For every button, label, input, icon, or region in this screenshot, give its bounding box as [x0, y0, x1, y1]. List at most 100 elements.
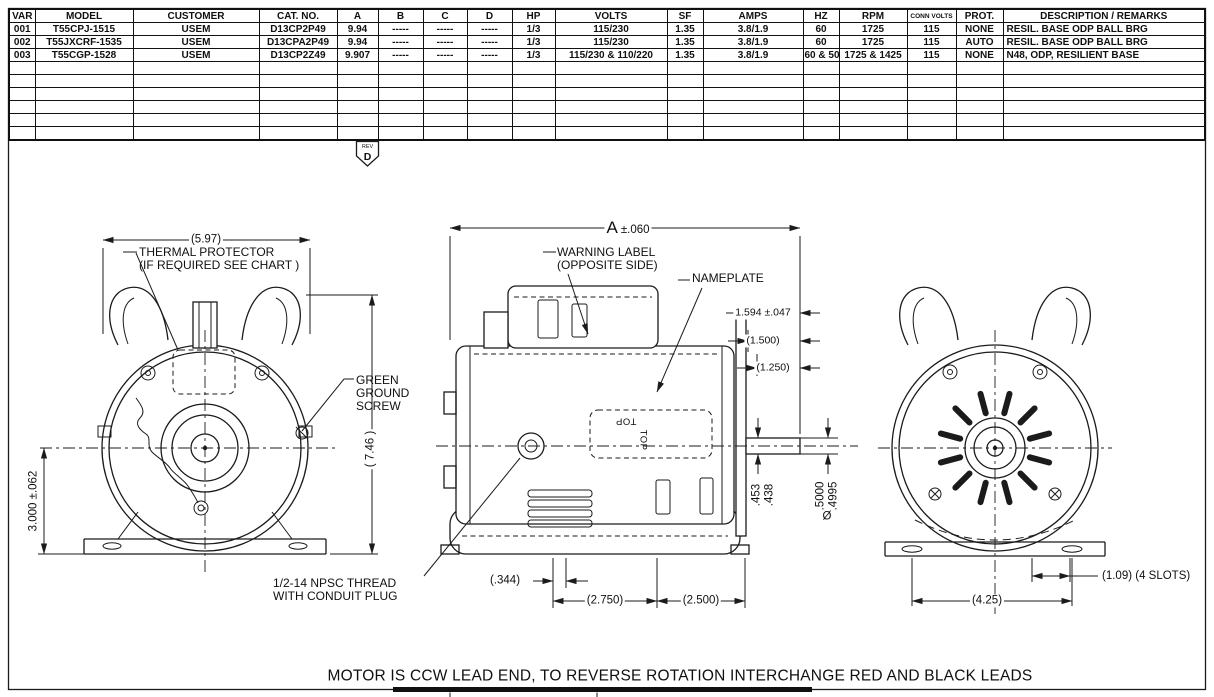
cell — [1002, 87, 1206, 101]
cell — [554, 126, 668, 141]
cell: D13CP2P49 — [258, 22, 338, 36]
cell: 1.35 — [666, 48, 704, 62]
table-row — [8, 61, 1206, 75]
cell: 002 — [8, 35, 36, 49]
nameplate-outline — [589, 409, 713, 459]
cell — [554, 61, 668, 75]
cell — [466, 126, 513, 141]
dim-A-letter: A — [606, 218, 618, 237]
cell — [258, 74, 338, 88]
dim-1500: (1.500) — [744, 334, 782, 348]
cell — [906, 74, 957, 88]
cell — [258, 113, 338, 127]
thread-label-1: 1/2-14 NPSC THREAD — [273, 576, 397, 590]
cell — [511, 100, 556, 114]
cell — [132, 126, 260, 141]
top-marking-inverted: TOP — [615, 415, 637, 427]
cell — [34, 61, 134, 75]
thread-label-2: WITH CONDUIT PLUG — [273, 589, 398, 603]
cell: T55CGP-1528 — [34, 48, 134, 62]
dim-2500: (2.500) — [680, 594, 722, 608]
col-header: CAT. NO. — [258, 8, 338, 23]
dim-width-597: (5.97) — [188, 233, 224, 247]
thermal-protector-outline — [172, 349, 236, 395]
cell — [132, 74, 260, 88]
cell: 3.8/1.9 — [702, 48, 804, 62]
cell — [8, 113, 36, 127]
cell — [838, 113, 908, 127]
cell — [511, 126, 556, 141]
warning-label-1: WARNING LABEL — [557, 245, 656, 259]
cell — [554, 87, 668, 101]
cell — [906, 113, 957, 127]
cell: 115/230 & 110/220 — [554, 48, 668, 62]
cell — [466, 61, 513, 75]
cell — [258, 100, 338, 114]
cell — [34, 74, 134, 88]
table-row — [8, 126, 1206, 141]
cell — [336, 74, 379, 88]
cell — [466, 100, 513, 114]
cell — [702, 126, 804, 141]
revision-marker: REV D — [355, 140, 380, 167]
cell — [702, 100, 804, 114]
cell — [802, 126, 840, 141]
cell — [8, 126, 36, 141]
cell — [1002, 61, 1206, 75]
cell — [377, 126, 424, 141]
cell: 60 — [802, 22, 840, 36]
top-marking-vertical: TOP — [637, 429, 649, 451]
cell — [132, 100, 260, 114]
cell — [511, 113, 556, 127]
cell — [1002, 113, 1206, 127]
cell — [336, 113, 379, 127]
cell — [422, 87, 468, 101]
cell: ----- — [466, 35, 513, 49]
cell — [422, 100, 468, 114]
cell — [802, 113, 840, 127]
cell: ----- — [377, 35, 424, 49]
cell — [422, 61, 468, 75]
cell — [34, 100, 134, 114]
cell: USEM — [132, 48, 260, 62]
cell — [666, 87, 704, 101]
cell: 1/3 — [511, 35, 556, 49]
cell — [955, 126, 1004, 141]
cell — [336, 61, 379, 75]
thermal-protector-label: THERMAL PROTECTOR — [139, 245, 275, 259]
ground-screw — [295, 426, 309, 440]
cell — [955, 87, 1004, 101]
ground-screw-label-3: SCREW — [356, 399, 401, 413]
cell — [802, 74, 840, 88]
cell — [906, 87, 957, 101]
cell: T55JXCRF-1535 — [34, 35, 134, 49]
cell — [377, 61, 424, 75]
cell — [34, 87, 134, 101]
diameter-symbol: Ø — [822, 510, 832, 523]
cell — [34, 126, 134, 141]
cell — [336, 87, 379, 101]
dim-A-tolerance: ±.060 — [620, 224, 650, 236]
cell — [702, 113, 804, 127]
table-row — [8, 87, 1206, 101]
cell: 115/230 — [554, 22, 668, 36]
ground-screw-label-2: GROUND — [356, 386, 410, 400]
cell — [8, 100, 36, 114]
dim-438: .438 — [763, 483, 776, 507]
cell: 60 — [802, 35, 840, 49]
cell — [554, 100, 668, 114]
cell — [466, 74, 513, 88]
title-block-bar — [393, 687, 812, 692]
side-view — [423, 224, 858, 608]
dim-1250: (1.250) — [754, 361, 792, 375]
cell: 1.35 — [666, 35, 704, 49]
col-header: HZ — [802, 8, 840, 23]
warning-label-2: (OPPOSITE SIDE) — [557, 258, 658, 272]
col-header: HP — [511, 8, 556, 23]
cell: ----- — [422, 22, 468, 36]
